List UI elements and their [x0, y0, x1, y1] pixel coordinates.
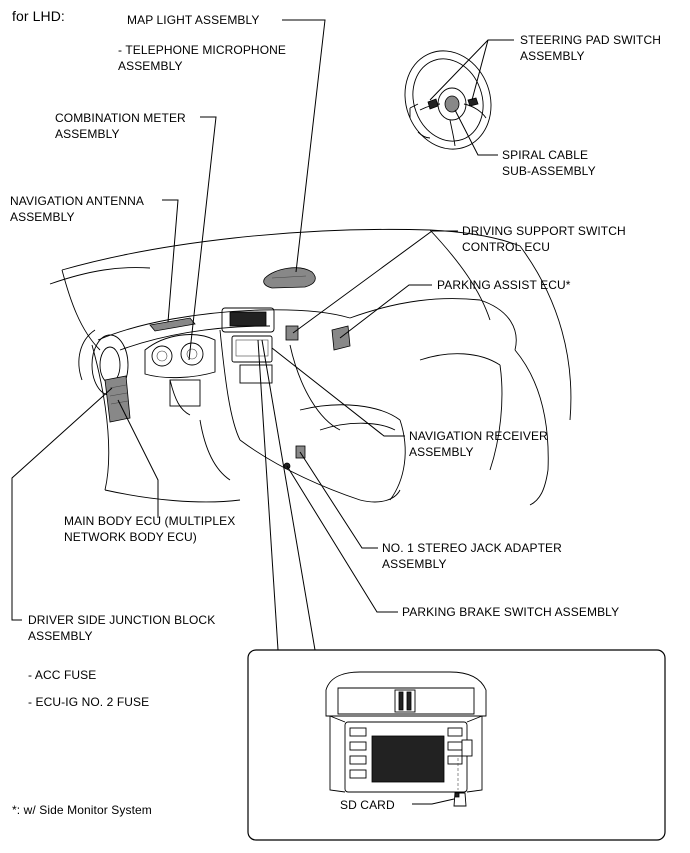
label-navigation-receiver-assembly: NAVIGATION RECEIVER ASSEMBLY	[409, 429, 548, 459]
label-telephone-microphone-assembly: - TELEPHONE MICROPHONE ASSEMBLY	[118, 43, 287, 73]
label-no1-stereo-jack-adapter-assembly: NO. 1 STEREO JACK ADAPTER ASSEMBLY	[382, 541, 562, 571]
steering-wheel-drawing	[404, 50, 492, 150]
vehicle-interior-drawing	[49, 228, 572, 506]
label-spiral-cable-sub-assembly: SPIRAL CABLE SUB-ASSEMBLY	[502, 148, 596, 178]
label-main-body-ecu: MAIN BODY ECU (MULTIPLEX NETWORK BODY EC…	[64, 514, 236, 544]
label-driving-support-switch-control-ecu: DRIVING SUPPORT SWITCH CONTROL ECU	[462, 224, 626, 254]
leader-lines	[11, 19, 514, 805]
inset-box	[247, 649, 666, 841]
label-parking-brake-switch-assembly: PARKING BRAKE SWITCH ASSEMBLY	[402, 605, 620, 619]
page-title: for LHD:	[12, 8, 65, 24]
label-acc-fuse: - ACC FUSE	[28, 668, 97, 682]
label-combination-meter-assembly: COMBINATION METER ASSEMBLY	[55, 111, 186, 141]
label-steering-pad-switch-assembly: STEERING PAD SWITCH ASSEMBLY	[520, 33, 662, 63]
label-navigation-antenna-assembly: NAVIGATION ANTENNA ASSEMBLY	[10, 194, 145, 224]
footnote: *: w/ Side Monitor System	[12, 803, 152, 817]
label-ecu-ig-no2-fuse: - ECU-IG NO. 2 FUSE	[28, 695, 150, 709]
label-sd-card: SD CARD	[340, 798, 395, 812]
label-driver-side-junction-block-assembly: DRIVER SIDE JUNCTION BLOCK ASSEMBLY	[28, 613, 216, 643]
label-parking-assist-ecu: PARKING ASSIST ECU*	[437, 278, 571, 292]
label-map-light-assembly: MAP LIGHT ASSEMBLY	[127, 13, 260, 27]
